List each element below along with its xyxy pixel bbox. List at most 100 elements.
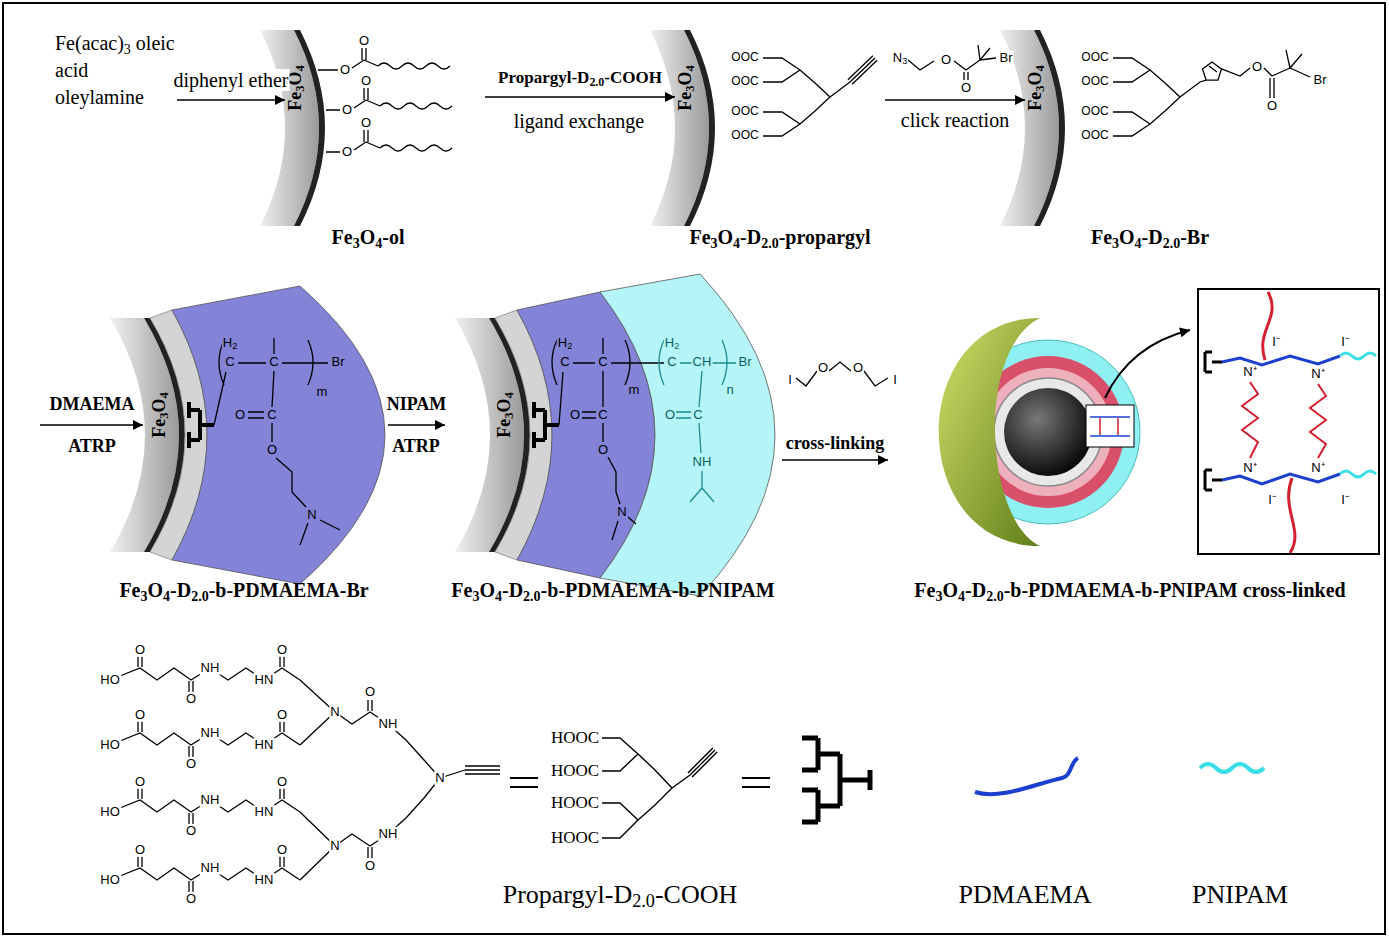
pdmaema-layer [172,286,385,584]
structure-label: n [725,383,734,397]
structure-label: NH [200,861,221,875]
structure-label: O [960,81,972,95]
structure-label: ATRP [391,437,441,457]
structure-label: OOC [730,75,759,88]
structure-label: DMAEMA [49,395,136,415]
structure-label: OOC [730,105,759,118]
stage-caption: Fe3O4-D2.0-propargyl [689,226,870,248]
reaction-arrow [388,424,445,426]
ion-label: I⁻ [1271,335,1281,349]
cross-link [1242,382,1258,458]
structure-label: N [434,771,445,785]
dendrimer-arm [110,787,300,824]
structure-label: HN [254,873,275,887]
structure-label: Br [1313,73,1328,87]
structure-label: O [234,408,246,422]
dendron-symbol [1205,352,1222,490]
initiator-skeleton [1113,50,1310,136]
structure-label: C [224,355,235,369]
structure-label: O [364,859,376,873]
structure-label: ligand exchange [513,110,646,132]
structure-label: HN [254,805,275,819]
reaction-arrow [40,424,143,426]
structure-label: OOC [1080,129,1109,142]
structure-label: HO [99,805,121,819]
ion-label: I⁻ [1267,493,1277,507]
structure-label: H2 [222,336,238,350]
structure-label: N [329,705,340,719]
structure-label: I [787,373,793,387]
neighbour-chain [1263,292,1295,553]
legend-sample [975,758,1078,794]
oleate-bonds [318,48,380,152]
stage-caption: Fe3O4-ol [332,226,405,248]
dendrimer-arm [110,855,300,892]
legend-sample [1200,764,1264,772]
stage-caption: Fe3O4-D2.0-b-PDMAEMA-b-PNIPAM [451,579,774,601]
structure-label: NH [378,717,399,731]
reaction-condition: cross-linking [785,434,886,454]
structure-label: HOOC [550,829,600,848]
alkyl-tail [378,63,452,151]
reagent-bonds [908,45,996,80]
structure-label: HN [254,673,275,687]
particle-label: Fe3O4 [676,65,696,111]
structure-label: O [339,63,351,77]
structure-label: O [185,757,197,771]
particle-shell [294,30,325,226]
pnipam-chain [1340,353,1376,477]
cross-link-inset: N⁺I⁻N⁺I⁻N⁺I⁻N⁺I⁻ [1197,288,1380,555]
structure-label: C [692,408,703,422]
reaction-arrow [485,96,675,98]
structure-label: Br [331,355,346,369]
structure-label: HOOC [550,762,600,781]
structure-label: O [341,145,353,159]
structure-label: O [185,892,197,906]
structure-label: CH [692,355,713,369]
structure-label: HOOC [550,729,600,748]
structure-label: HN [254,738,275,752]
structure-label: O [664,408,676,422]
reaction-arrow [782,459,888,461]
zoom-window [1086,405,1134,447]
structure-label: O [134,843,146,857]
reaction-condition: diphenyl ether [173,69,290,91]
structure-label: C [597,355,608,369]
structure-label: N [329,839,340,853]
pdmaema-structure [552,338,664,540]
ion-label: N⁺ [1310,461,1325,475]
structure-label: C [266,408,277,422]
reaction-arrow [885,99,1025,101]
structure-label: O [360,74,372,88]
structure-label: N [306,508,317,522]
structure-label: O [364,685,376,699]
structure-label: O [358,34,370,48]
nanoparticle-stage: Fe3O4Fe3O4-D2.0-b-PDMAEMA-Br [100,282,388,604]
zoom-arrow [1105,330,1190,398]
structure-label: Br [738,355,753,369]
ion-label: I⁻ [1340,335,1350,349]
dendron-symbol [189,402,214,448]
reagent-text: Fe(acac)3 oleic acid oleylamine [55,30,177,111]
ion-label: I⁻ [1340,493,1350,507]
dendron-symbol [802,738,870,822]
inset-ground [1197,288,1380,555]
crosslinker-bonds [796,362,888,386]
structure-label: C [268,355,279,369]
structure-label: O [266,443,278,457]
dendrimer-arm [110,720,300,757]
structure-label: OOC [730,129,759,142]
structure-label: O [817,361,829,375]
structure-label: HO [99,873,121,887]
structure-label: ATRP [67,437,117,457]
structure-label: m [316,385,329,399]
reaction-condition: click reaction [900,109,1010,131]
structure-label: O [1266,99,1278,113]
dendrimer-core [300,680,500,880]
structure-label: OOC [1080,75,1109,88]
structure-label: O [360,116,372,130]
structure-label: OOC [1080,105,1109,118]
structure-label: O [134,643,146,657]
nanoparticle-stage: Fe3O4Fe3O4-ol [285,22,485,254]
